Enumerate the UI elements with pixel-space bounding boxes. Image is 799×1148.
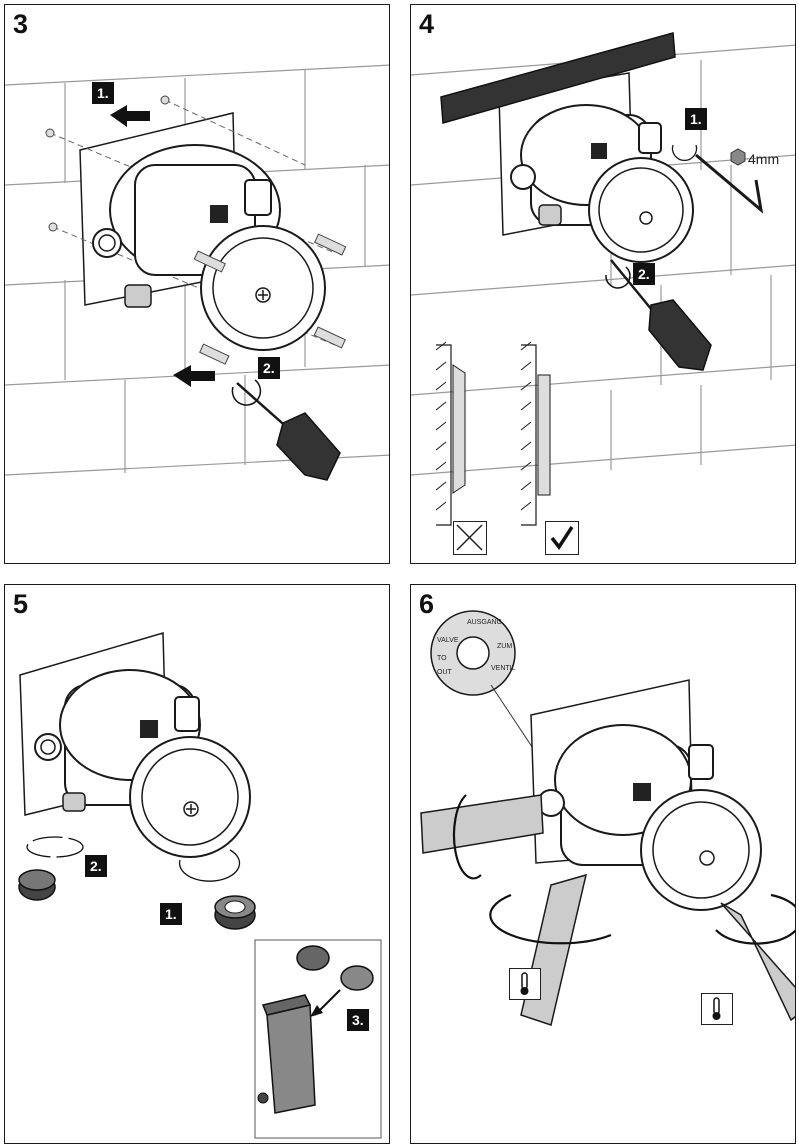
caps (18, 869, 256, 930)
step-5-badge-3: 3. (347, 1009, 369, 1031)
step-5-illustration (18, 632, 382, 1139)
valve-body (92, 144, 326, 351)
step-5-badge-1: 1. (160, 903, 182, 925)
ring-text-5: TO (437, 655, 447, 662)
hex-key-size: 4mm (748, 151, 780, 167)
step-4-panel: 4 1. 2. 4mm (410, 4, 796, 564)
outlet-label-ring (430, 610, 557, 784)
screws (45, 95, 347, 365)
step-3-badge-1: 1. (92, 82, 114, 104)
step-4-badge-1: 1. (685, 108, 707, 130)
cross-box-icon (453, 521, 487, 555)
step-4-badge-2: 2. (633, 263, 655, 285)
step-3-illustration (5, 64, 389, 481)
step-5-badge-2: 2. (85, 855, 107, 877)
spirit-level (440, 32, 676, 124)
screwdriver (605, 259, 712, 371)
step-4-number: 4 (419, 9, 435, 39)
ring-text-6: VALVE (437, 637, 459, 644)
ring-text-1: AUSGANG (467, 619, 503, 626)
valve-body (510, 104, 694, 263)
ring-text-3: VENTIL (491, 665, 516, 672)
wall-mount-wrong (435, 341, 466, 526)
thermometer-icon-2 (701, 993, 733, 1025)
ring-text-2: ZUM (497, 643, 513, 650)
screwdriver (231, 379, 341, 481)
hex-key (671, 144, 764, 214)
arrows (110, 105, 215, 387)
step-4-illustration (411, 32, 795, 526)
valve-body (537, 724, 762, 911)
step-5-number: 5 (13, 589, 29, 619)
rotation-arrows (452, 794, 795, 945)
step-6-illustration (420, 610, 795, 1026)
wall-mount-correct (520, 341, 551, 526)
step-3-panel: 3 1. 2. (4, 4, 390, 564)
step-3-number: 3 (13, 9, 29, 39)
hexagon-icon (730, 148, 746, 166)
rotation-arrows (26, 836, 241, 882)
step-6-panel: 6 AUSGANG ZUM VENTIL OUT TO VALVE (410, 584, 796, 1144)
thermometer-icon (509, 968, 541, 1000)
step-3-badge-2: 2. (258, 357, 280, 379)
bin-icon (257, 945, 374, 1114)
step-5-panel: 5 1. 2. 3. (4, 584, 390, 1144)
valve-body (34, 669, 251, 858)
check-box-icon (545, 521, 579, 555)
ring-text-4: OUT (437, 669, 452, 676)
step-6-number: 6 (419, 589, 435, 619)
